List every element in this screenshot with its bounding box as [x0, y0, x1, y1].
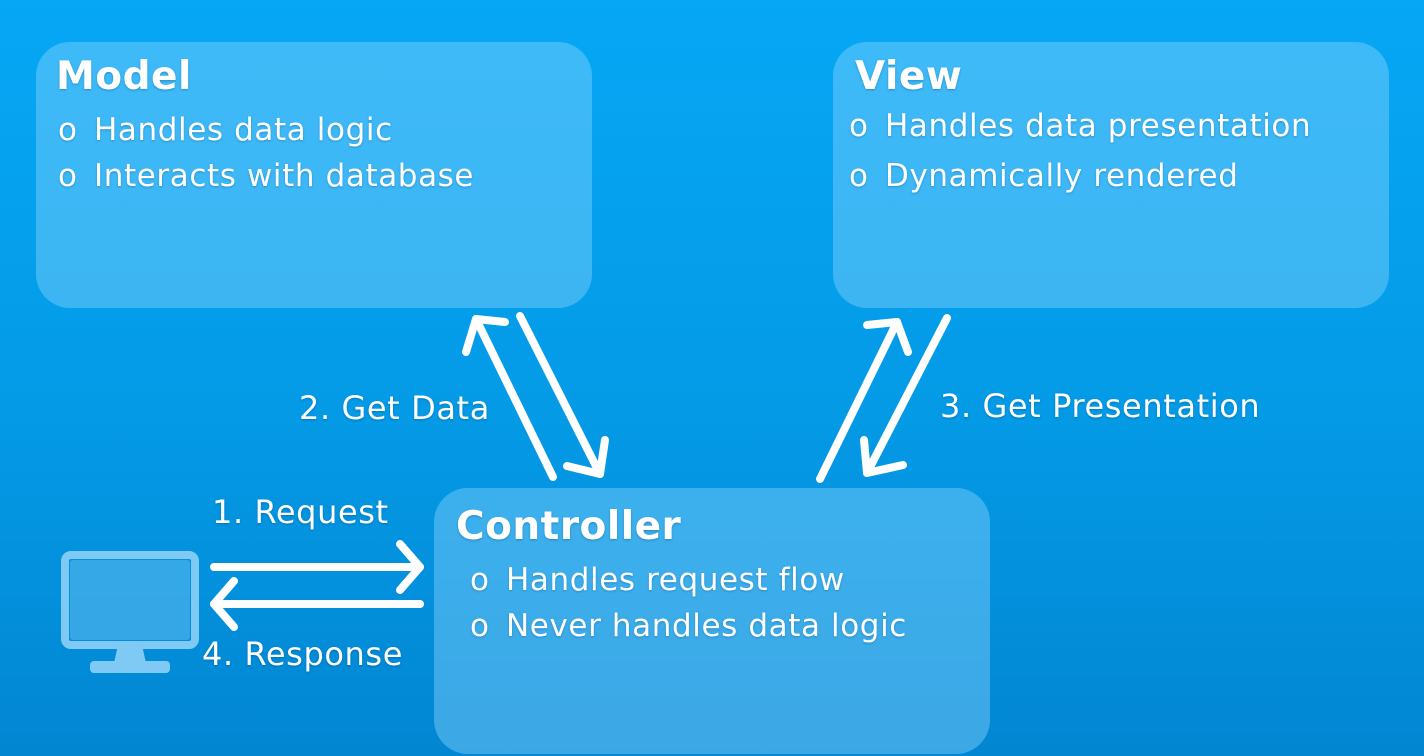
bullet-marker: o [849, 158, 869, 194]
controller-bullet-1: o Handles request flow [470, 562, 845, 598]
request-label: 1. Request [212, 493, 389, 531]
model-bullet-2-text: Interacts with database [94, 158, 475, 194]
get-presentation-label: 3. Get Presentation [940, 387, 1261, 425]
arrow-controller-to-model [462, 315, 557, 481]
bullet-marker: o [849, 108, 869, 144]
model-title: Model [56, 54, 192, 99]
model-bullet-1-text: Handles data logic [94, 112, 393, 148]
model-bullet-2: o Interacts with database [58, 158, 474, 194]
view-title: View [855, 54, 963, 99]
arrow-controller-to-view [816, 318, 912, 483]
bullet-marker: o [58, 158, 78, 194]
arrow-response [210, 577, 424, 631]
bullet-marker: o [58, 112, 78, 148]
controller-bullet-2-text: Never handles data logic [506, 608, 907, 644]
view-bullet-2: o Dynamically rendered [849, 158, 1238, 194]
arrow-view-to-controller [860, 314, 951, 477]
view-bullet-2-text: Dynamically rendered [885, 158, 1239, 194]
controller-bullet-2: o Never handles data logic [470, 608, 907, 644]
model-bullet-1: o Handles data logic [58, 112, 393, 148]
bullet-marker: o [470, 608, 490, 644]
get-data-label: 2. Get Data [299, 389, 490, 427]
view-bullet-1: o Handles data presentation [849, 108, 1311, 144]
view-bullet-1-text: Handles data presentation [885, 108, 1312, 144]
controller-bullet-1-text: Handles request flow [506, 562, 845, 598]
response-label: 4. Response [202, 635, 403, 673]
controller-title: Controller [456, 504, 682, 549]
bullet-marker: o [470, 562, 490, 598]
arrow-model-to-controller [516, 312, 609, 478]
arrow-request [210, 540, 424, 594]
computer-monitor-icon [61, 551, 199, 673]
